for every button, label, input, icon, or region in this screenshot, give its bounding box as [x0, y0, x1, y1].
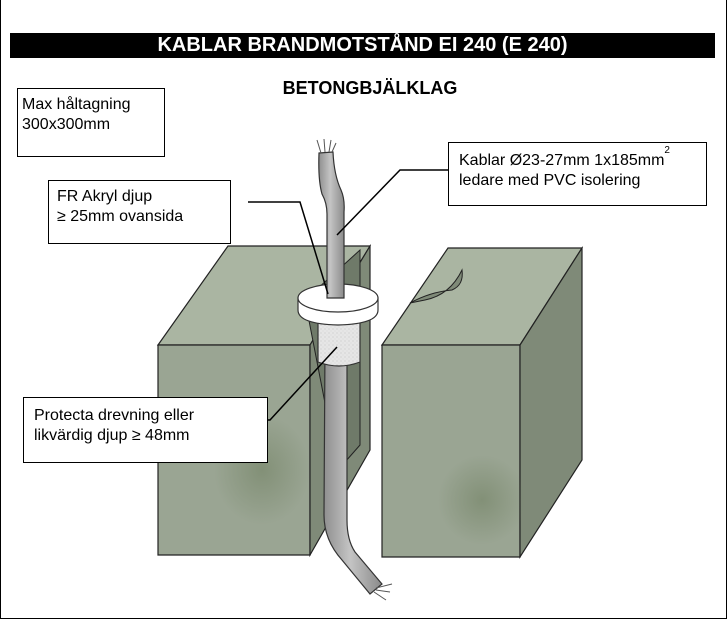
subtitle: BETONGBJÄLKLAG: [282, 78, 458, 98]
kablar-line1: Kablar Ø23-27mm 1x185mm2: [459, 145, 696, 171]
kablar-line1-text: Kablar Ø23-27mm 1x185mm: [459, 152, 665, 169]
kablar-callout: Kablar Ø23-27mm 1x185mm2 ledare med PVC …: [448, 142, 707, 206]
fr-akryl-callout: FR Akryl djup ≥ 25mm ovansida: [48, 180, 231, 244]
right-block-stain: [438, 455, 526, 545]
protecta-callout: Protecta drevning eller likvärdig djup ≥…: [23, 397, 268, 463]
fr-akryl-line1: FR Akryl djup: [57, 188, 153, 205]
max-opening-line2: 300x300mm: [22, 116, 111, 133]
right-block-notch: [409, 268, 463, 304]
max-opening-line1: Max håltagning: [22, 96, 131, 113]
cable-lower-strands: [373, 583, 393, 601]
leader-fr-akryl: [248, 201, 329, 295]
cable-lower: [323, 344, 383, 595]
kablar-line2: ledare med PVC isolering: [459, 172, 641, 189]
max-opening-callout: Max håltagning 300x300mm: [17, 88, 165, 157]
kablar-superscript: 2: [664, 144, 670, 156]
title-bar: KABLAR BRANDMOTSTÅND EI 240 (E 240): [10, 33, 715, 58]
leader-kablar: [336, 169, 448, 236]
concrete-block-right: [380, 245, 584, 560]
protecta-line1: Protecta drevning eller: [34, 407, 195, 424]
cable-upper-strands: [316, 138, 337, 154]
fr-akryl-line2: ≥ 25mm ovansida: [57, 208, 184, 225]
protecta-line2: likvärdig djup ≥ 48mm: [34, 427, 190, 444]
cable-upper: [318, 151, 345, 299]
